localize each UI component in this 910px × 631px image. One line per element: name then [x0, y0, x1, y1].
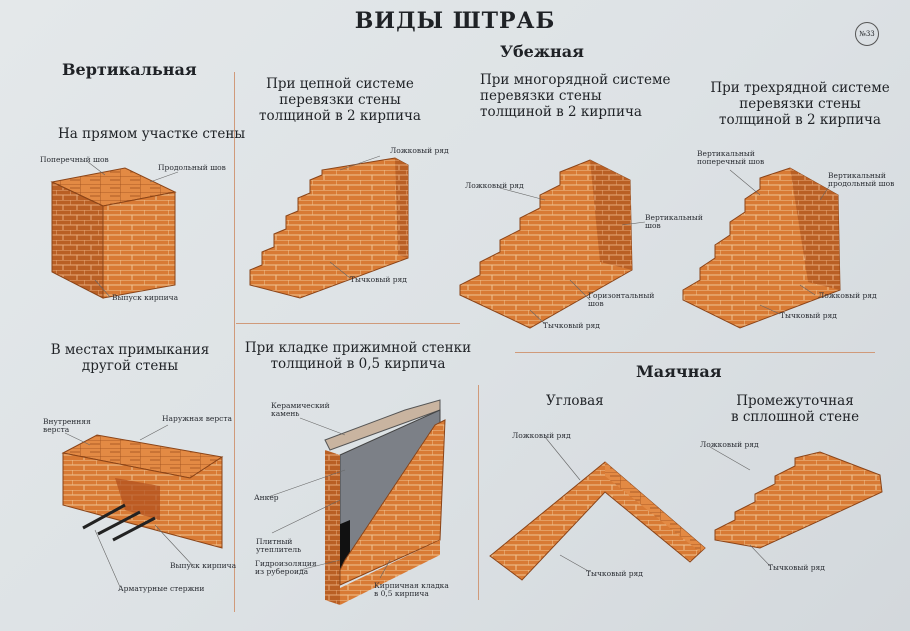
divider-horizontal-right	[515, 352, 875, 353]
junction-caption-line: другой стены	[81, 358, 179, 374]
caption-line: толщиной в 2 кирпича	[719, 112, 881, 128]
intermediate-caption: Промежуточная в сплошной стене	[720, 393, 870, 425]
multirow-system-figure	[459, 159, 633, 329]
label: Внутренняя	[43, 417, 91, 426]
chain-system-figure	[249, 157, 409, 299]
label: Горизонтальный	[588, 291, 655, 300]
junction-caption-line: В местах примыкания	[50, 342, 210, 358]
label: Тычковый ряд	[780, 311, 837, 320]
label: Тычковый ряд	[768, 563, 825, 572]
divider-horizontal-middle	[236, 323, 460, 324]
caption-line: толщиной в 0,5 кирпича	[270, 356, 446, 372]
caption-line: перевязки стены	[279, 92, 401, 108]
label: Ложковый ряд	[465, 181, 524, 190]
label: Вертикальный	[697, 149, 755, 158]
divider-vertical-left	[234, 72, 235, 612]
threerow-caption: При трехрядной системе перевязки стены т…	[700, 80, 900, 128]
poster-number-badge: №33	[855, 22, 879, 46]
label: Продольный шов	[158, 163, 226, 172]
brick-cube-figure	[50, 167, 177, 299]
label: Вертикальный	[828, 171, 886, 180]
label: камень	[271, 409, 300, 418]
label: Ложковый ряд	[390, 146, 449, 155]
multirow-caption: При многорядной системе перевязки стены …	[480, 72, 670, 120]
label: Поперечный шов	[40, 155, 109, 164]
label: Анкер	[254, 493, 279, 502]
label: Арматурные стержни	[118, 584, 205, 593]
label: поперечный шов	[697, 157, 765, 166]
label: Ложковый ряд	[512, 431, 571, 440]
pressing-caption: При кладке прижимной стенки толщиной в 0…	[238, 340, 478, 372]
label: шов	[588, 299, 604, 308]
caption-line: При многорядной системе	[480, 72, 671, 88]
label: Ложковый ряд	[818, 291, 877, 300]
caption-line: При цепной системе	[266, 76, 414, 92]
label: Тычковый ряд	[350, 275, 407, 284]
caption-line: перевязки стены	[739, 96, 861, 112]
label: Керамический	[271, 401, 330, 410]
label: Тычковый ряд	[543, 321, 600, 330]
caption-line: перевязки стены	[480, 88, 602, 104]
label: из рубероида	[255, 567, 309, 576]
divider-vertical-right	[478, 385, 479, 600]
pressing-wall-figure	[324, 399, 446, 605]
intermediate-beacon-figure	[714, 451, 883, 549]
label: Выпуск кирпича	[112, 293, 179, 302]
label: в 0,5 кирпича	[374, 589, 429, 598]
label: Наружная верста	[162, 414, 232, 423]
label: утеплитель	[256, 545, 302, 554]
label: Кирпичная кладка	[374, 581, 449, 590]
label: Ложковый ряд	[700, 440, 759, 449]
caption-line: Промежуточная	[736, 393, 854, 409]
caption-line: толщиной в 2 кирпича	[259, 108, 421, 124]
label: продольный шов	[828, 179, 895, 188]
label: Тычковый ряд	[586, 569, 643, 578]
beacon-heading: Маячная	[636, 362, 722, 381]
leader-lines	[64, 155, 831, 588]
junction-caption: В местах примыкания другой стены	[30, 342, 230, 374]
chain-caption: При цепной системе перевязки стены толщи…	[245, 76, 435, 124]
straight-caption: На прямом участке стены	[58, 126, 246, 142]
corner-beacon-figure	[489, 461, 706, 581]
label: шов	[645, 221, 661, 230]
label: верста	[43, 425, 70, 434]
corner-caption: Угловая	[546, 393, 604, 409]
caption-line: При трехрядной системе	[710, 80, 890, 96]
threerow-system-figure	[682, 167, 841, 329]
runaway-heading: Убежная	[500, 42, 584, 61]
label: Плитный	[256, 537, 293, 546]
poster-title: ВИДЫ ШТРАБ	[354, 8, 556, 34]
vertical-heading: Вертикальная	[62, 60, 197, 79]
label: Гидроизоляция	[255, 559, 317, 568]
caption-line: в сплошной стене	[730, 409, 860, 425]
label: Вертикальный	[645, 213, 703, 222]
junction-wall-figure	[61, 434, 224, 549]
caption-line: толщиной в 2 кирпича	[480, 104, 642, 120]
label: Выпуск кирпича	[170, 561, 237, 570]
caption-line: При кладке прижимной стенки	[244, 340, 472, 356]
